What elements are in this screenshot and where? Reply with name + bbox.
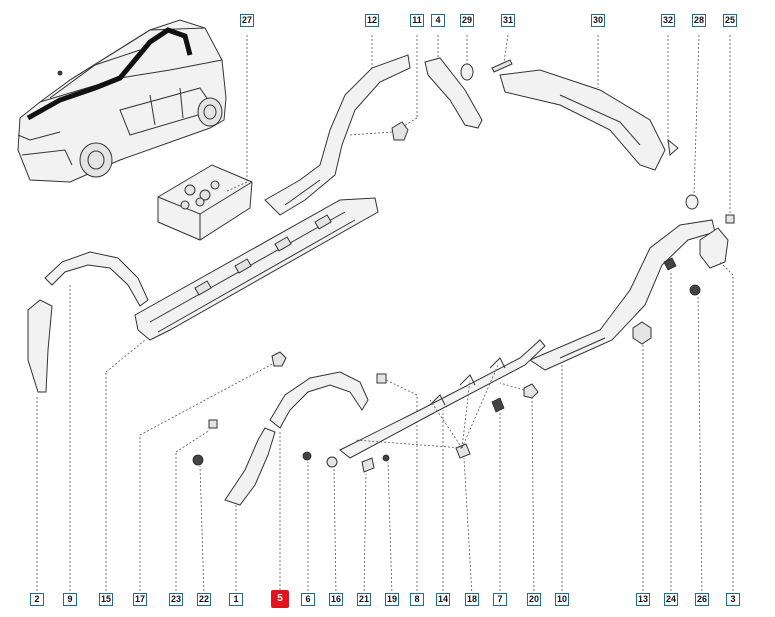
washer-29: [460, 35, 474, 81]
clip-11: [349, 35, 418, 141]
clip-31: [491, 34, 513, 73]
clip-24: [663, 257, 677, 595]
roof-spoiler-30: [499, 35, 666, 171]
callout-15[interactable]: 15: [99, 593, 113, 606]
nut-13: [632, 321, 652, 595]
callout-2[interactable]: 2: [30, 593, 44, 606]
fastener-kit-box: [157, 35, 253, 241]
screw-26: [689, 284, 703, 596]
clip-25: [725, 35, 735, 224]
wheel-arch-extension-5: [269, 371, 369, 590]
callout-19[interactable]: 19: [385, 593, 399, 606]
moulding-4: [424, 35, 483, 129]
sill-moulding: [134, 197, 379, 341]
callout-24[interactable]: 24: [664, 593, 678, 606]
callout-32[interactable]: 32: [661, 14, 675, 27]
callout-31[interactable]: 31: [501, 14, 515, 27]
door-strip-14: [339, 339, 546, 595]
callout-11[interactable]: 11: [410, 14, 424, 27]
bracket-3: [699, 227, 734, 595]
callout-20[interactable]: 20: [527, 593, 541, 606]
callout-8[interactable]: 8: [410, 593, 424, 606]
callout-4[interactable]: 4: [431, 14, 445, 27]
callout-17[interactable]: 17: [133, 593, 147, 606]
callout-16[interactable]: 16: [329, 593, 343, 606]
screw-6: [302, 451, 312, 595]
washer-16: [326, 456, 338, 596]
lower-moulding-1: [224, 427, 276, 595]
callout-10[interactable]: 10: [555, 593, 569, 606]
callout-18[interactable]: 18: [465, 593, 479, 606]
side-moulding-10: [528, 219, 716, 595]
rear-arch-moulding: [264, 35, 411, 216]
callout-25[interactable]: 25: [723, 14, 737, 27]
callout-21[interactable]: 21: [357, 593, 371, 606]
callout-13[interactable]: 13: [636, 593, 650, 606]
callout-28[interactable]: 28: [692, 14, 706, 27]
clip-17: [271, 351, 287, 367]
leader-17b: [139, 361, 277, 436]
nut-20: [499, 382, 539, 596]
clip-23: [175, 419, 218, 595]
callout-22[interactable]: 22: [197, 593, 211, 606]
front-arch-moulding: [44, 251, 149, 595]
washer-28: [685, 34, 700, 210]
screw-22: [192, 454, 205, 596]
clip-18: [354, 364, 499, 596]
callout-12[interactable]: 12: [365, 14, 379, 27]
callout-23[interactable]: 23: [169, 593, 183, 606]
front-corner-2: [27, 299, 53, 595]
car-illustration: [17, 19, 227, 183]
callout-3[interactable]: 3: [726, 593, 740, 606]
callout-6[interactable]: 6: [301, 593, 315, 606]
callout-14[interactable]: 14: [436, 593, 450, 606]
callout-5-highlighted[interactable]: 5: [271, 590, 289, 608]
leader-15b: [105, 339, 146, 373]
callout-30[interactable]: 30: [591, 14, 605, 27]
clip-8: [376, 373, 418, 595]
clip-21: [361, 457, 375, 596]
callout-1[interactable]: 1: [229, 593, 243, 606]
screw-19: [382, 454, 393, 596]
callout-7[interactable]: 7: [493, 593, 507, 606]
callout-27[interactable]: 27: [240, 14, 254, 27]
cap-32: [667, 35, 679, 156]
callout-26[interactable]: 26: [695, 593, 709, 606]
clip-7: [491, 397, 505, 595]
callout-9[interactable]: 9: [63, 593, 77, 606]
callout-29[interactable]: 29: [460, 14, 474, 27]
